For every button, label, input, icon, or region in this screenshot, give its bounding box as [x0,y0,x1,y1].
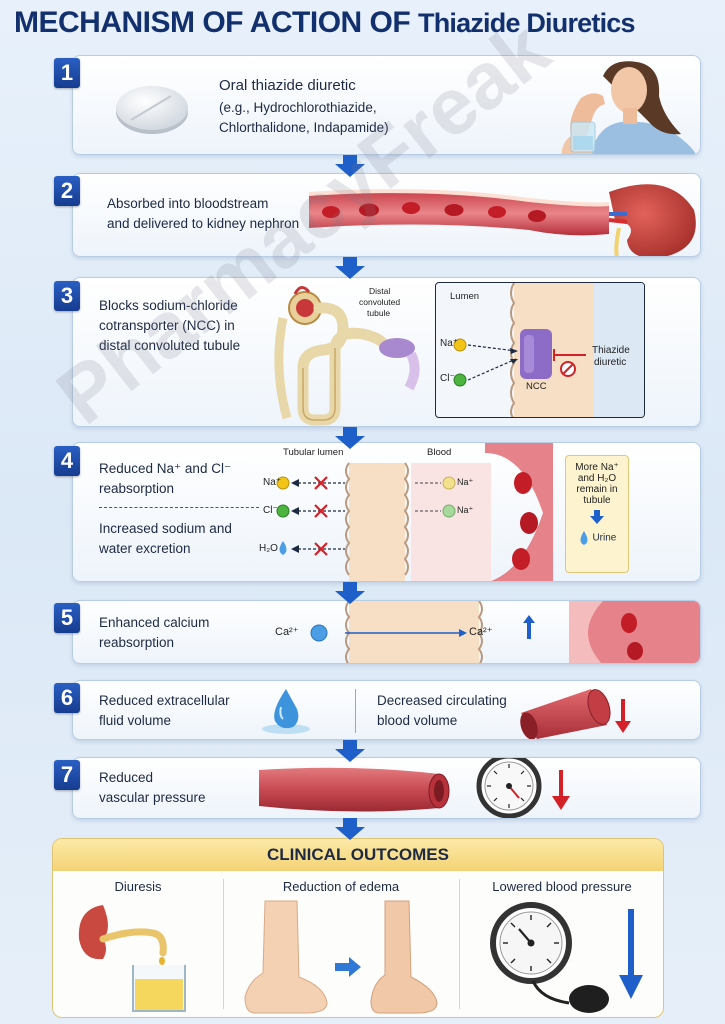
nephron-icon [274,286,420,426]
title-part1: MECHANISM OF ACTION OF [14,6,419,39]
outcome-divider-1 [223,879,224,1009]
step-6-panel: Reduced extracellular fluid volume Decre… [72,680,701,740]
step-6-left-line2: fluid volume [99,713,172,728]
step-1-line1: Oral thiazide diuretic [219,77,356,94]
box-line1: More Na⁺ [575,462,619,473]
step-number-6: 6 [54,683,80,713]
step-1-panel: Oral thiazide diuretic (e.g., Hydrochlor… [72,55,701,155]
ncc-cl-label: Cl⁻ [440,373,455,384]
urine-label: Urine [592,532,617,544]
step-4-line3: Increased sodium and [99,521,232,536]
box-line2: and H₂O [577,473,617,484]
ncc-membrane-diagram [453,283,644,417]
step-5-panel: Enhanced calcium reabsorption Ca²⁺ Ca²⁺ [72,600,701,664]
urine-drop-icon [580,531,588,545]
thiazide-label-line1: Thiazide [592,345,630,356]
sphygmomanometer-icon [490,902,643,1013]
step-7-line1: Reduced [99,770,154,785]
step-6-right-line1: Decreased circulating [377,693,507,708]
step-3-line2: cotransporter (NCC) in [99,318,235,333]
step-4-panel: Reduced Na⁺ and Cl⁻ reabsorption Increas… [72,442,701,582]
water-drop-icon [262,689,310,734]
step-3-line3: distal convoluted tubule [99,338,241,353]
title-part2: Thiazide Diuretics [418,8,635,38]
calcium-left-label: Ca²⁺ [275,626,299,638]
step4-cl-label: Cl⁻ [263,505,278,516]
step-3-panel: Blocks sodium-chloride cotransporter (NC… [72,277,701,427]
page-title: MECHANISM OF ACTION OF Thiazide Diuretic… [14,6,714,50]
step-2-panel: Absorbed into bloodstream and delivered … [72,173,701,257]
step-number-1: 1 [54,58,80,88]
dct-label-line2: convoluted [359,297,401,307]
woman-taking-pill-icon [561,61,696,154]
step-number-4: 4 [54,446,80,476]
artery-icon [259,767,450,812]
outcome-bp: Lowered blood pressure [459,871,663,1017]
step-2-line1: Absorbed into bloodstream [107,196,269,211]
clinical-outcomes-panel: CLINICAL OUTCOMES Diuresis Reduction of … [52,838,664,1018]
flow-arrow-3 [335,427,365,449]
outcome-diuresis-label: Diuresis [114,879,162,894]
step-4-line2: reabsorption [99,481,175,496]
step-number-3: 3 [54,281,80,311]
step-5-line1: Enhanced calcium [99,615,210,630]
ncc-label: NCC [526,381,547,392]
step-6-divider [355,689,356,733]
outcomes-heading: CLINICAL OUTCOMES [53,839,663,871]
step-6-right-line2: blood volume [377,713,458,728]
step-5-line2: reabsorption [99,635,175,650]
step-6-left-line1: Reduced extracellular [99,693,230,708]
blood-vessel-icon [520,689,631,739]
step4-h2o-label: H₂O [259,543,278,554]
step-1-line2: (e.g., Hydrochlorothiazide, [219,100,377,115]
thiazide-label-line2: diuretic [594,357,627,368]
step-7-line2: vascular pressure [99,790,206,805]
blood-label: Blood [427,447,452,458]
tubule-transport-diagram [276,443,553,581]
flow-arrow-2 [335,257,365,279]
outcome-bp-label: Lowered blood pressure [492,879,632,894]
feet-edema-icon [244,900,438,1014]
flow-arrow-6 [335,740,365,762]
outcome-edema-label: Reduction of edema [282,879,400,894]
flow-arrow-4 [335,582,365,604]
tubule-retention-box: More Na⁺ and H₂O remain in tubule Urine [565,455,629,573]
step-2-line2: and delivered to kidney nephron [107,216,300,231]
step-4-line1: Reduced Na⁺ and Cl⁻ [99,461,232,476]
down-arrow-icon [590,510,604,524]
step4-na-right-label: Na⁺ [457,477,474,487]
tubular-lumen-label: Tubular lumen [283,447,344,458]
outcome-edema: Reduction of edema [223,871,459,1017]
calcium-transport-diagram [310,601,700,663]
step-number-7: 7 [54,760,80,790]
kidney-urine-beaker-icon [78,905,186,1012]
box-line4: tubule [583,495,611,506]
step-3-line1: Blocks sodium-chloride [99,298,238,313]
dct-label-line3: tubule [367,308,391,318]
lumen-label: Lumen [450,291,480,302]
step-number-5: 5 [54,603,80,633]
step-4-divider [99,507,259,508]
flow-arrow-7 [335,818,365,840]
tablet-icon [116,86,188,134]
dct-label-line1: Distal [369,286,391,296]
step-4-line4: water excretion [99,541,191,556]
step4-na-label: Na⁺ [263,477,282,488]
step-number-2: 2 [54,176,80,206]
flow-arrow-1 [335,155,365,177]
step-7-panel: Reduced vascular pressure [72,757,701,819]
ncc-na-label: Na⁺ [440,338,459,349]
ncc-detail-box: Lumen Na⁺ Cl⁻ NCC Thiazide diuretic [435,282,645,418]
step4-na-right-label-2: Na⁺ [457,505,474,515]
pressure-gauge-icon [476,758,570,818]
outcome-divider-2 [459,879,460,1009]
step-1-line3: Chlorthalidone, Indapamide) [219,120,389,135]
calcium-right-label: Ca²⁺ [469,626,493,638]
box-line3: remain in [576,484,618,495]
outcome-diuresis: Diuresis [53,871,223,1017]
blood-vessel-kidney-icon [309,184,696,256]
